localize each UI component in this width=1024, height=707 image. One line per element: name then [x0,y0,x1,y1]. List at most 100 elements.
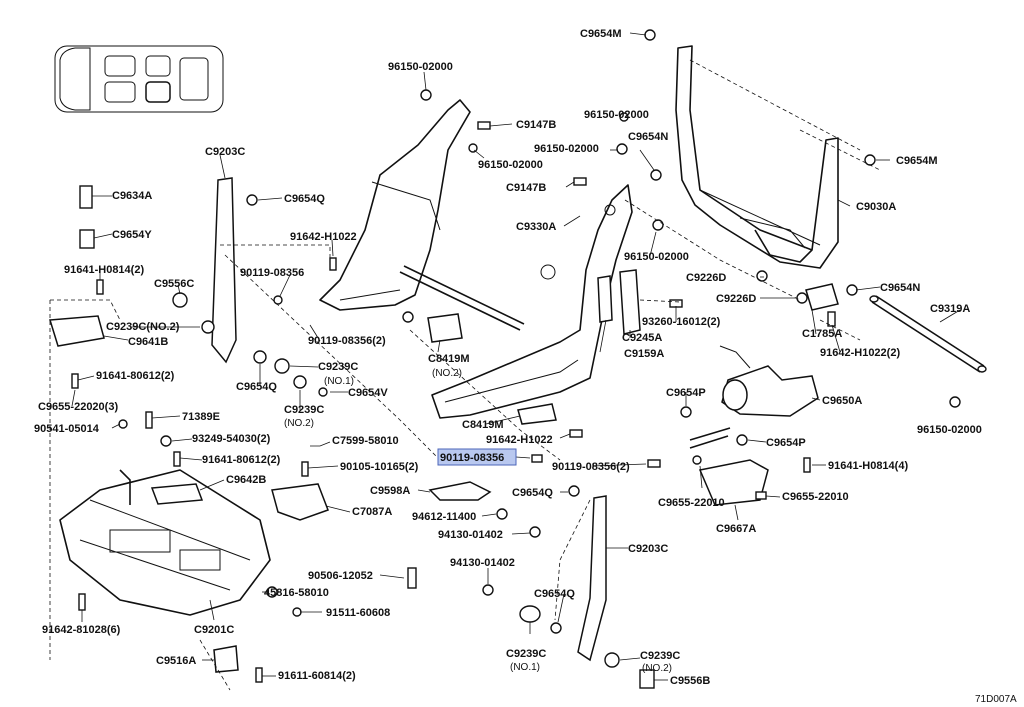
assembly-guides [49,59,881,691]
lever-c9598a [428,481,492,501]
part-label[interactable]: C9239C [506,648,546,660]
part-label[interactable]: 96150-02000 [917,424,982,436]
part-label[interactable]: C9147B [506,182,546,194]
part-label[interactable]: C9245A [622,332,662,344]
bracket-c1785a [805,283,839,311]
part-label[interactable]: 96150-02000 [534,143,599,155]
cross-rod [399,271,521,331]
part-label[interactable]: C9641B [128,336,168,348]
highlight-box [437,448,517,466]
part-label[interactable]: C7087A [352,506,392,518]
part-label[interactable]: 91511-60608 [326,607,390,619]
part-label[interactable]: 96150-02000 [584,109,649,121]
part-label[interactable]: C9516A [156,655,196,667]
highlighted-part-label[interactable]: 90119-08356 [440,452,504,464]
part-label[interactable]: C8419M [462,419,504,431]
part-label[interactable]: 90119-08356(2) [552,461,630,473]
part-label[interactable]: C9655-22010 [658,497,725,509]
part-label[interactable]: C9239C(NO.2) [106,321,180,333]
part-label[interactable]: 71389E [182,411,220,423]
part-label[interactable]: C9654P [666,387,706,399]
part-label[interactable]: C9556C [154,278,194,290]
fasteners [71,29,961,689]
part-label[interactable]: 90119-08356(2) [308,335,386,347]
part-label[interactable]: 94612-11400 [412,511,476,523]
part-label[interactable]: 91642-81028(6) [42,624,121,636]
bracket-c9516a [213,645,239,673]
part-label[interactable]: 96150-02000 [624,251,689,263]
part-label[interactable]: 90119-08356 [240,267,304,279]
part-label[interactable]: C9650A [822,395,862,407]
part-label[interactable]: 91641-80612(2) [202,454,281,466]
part-label[interactable]: 94130-01402 [450,557,515,569]
vehicle-location-icon [54,45,224,113]
part-label[interactable]: 93260-16012(2) [642,316,721,328]
plate-c9159a [597,275,613,323]
part-label[interactable]: C9226D [716,293,756,305]
part-label[interactable]: C9239C [284,404,324,416]
part-label[interactable]: C9159A [624,348,664,360]
part-label[interactable]: C1785A [802,328,842,340]
part-label[interactable]: C9226D [686,272,726,284]
part-label[interactable]: 91641-80612(2) [96,370,175,382]
bracket-c7087a [271,483,329,521]
part-label[interactable]: C9598A [370,485,410,497]
part-label[interactable]: C9654M [580,28,622,40]
part-label[interactable]: C9239C [640,650,680,662]
part-label[interactable]: C9654N [880,282,920,294]
part-label[interactable]: C9203C [628,543,668,555]
bracket-c9667a [698,459,769,506]
part-label[interactable]: 91641-H0814(4) [828,460,908,472]
part-label[interactable]: C9201C [194,624,234,636]
part-label[interactable]: C9634A [112,190,152,202]
part-label[interactable]: C9654M [896,155,938,167]
part-label[interactable]: 96150-02000 [388,61,453,73]
part-label[interactable]: 91642-H1022(2) [820,347,900,359]
part-label[interactable]: C9654P [766,437,806,449]
part-label[interactable]: 93249-54030(2) [192,433,271,445]
part-label[interactable]: C9319A [930,303,970,315]
part-label[interactable]: C9654Q [512,487,553,499]
part-label[interactable]: (NO.1) [510,662,540,673]
part-label[interactable]: 94130-01402 [438,529,503,541]
part-label[interactable]: 45816-58010 [264,587,329,599]
side-bracket-c9330a [431,184,633,419]
part-label[interactable]: C9203C [205,146,245,158]
part-label[interactable]: C9654V [348,387,388,399]
link-c9203c-right [577,495,607,662]
part-label[interactable]: (NO.1) [324,376,354,387]
actuator-c9650a [689,345,819,449]
part-label[interactable]: (NO.2) [642,663,672,674]
bracket-c9642b [150,483,204,505]
part-label[interactable]: C9654Q [534,588,575,600]
part-label[interactable]: 91611-60814(2) [278,670,356,682]
part-label[interactable]: 90506-12052 [308,570,373,582]
part-label[interactable]: C9655-22020(3) [38,401,118,413]
part-label[interactable]: C9030A [856,201,896,213]
part-label[interactable]: 91641-H0814(2) [64,264,144,276]
part-label[interactable]: 90105-10165(2) [340,461,419,473]
part-label[interactable]: C9654Q [284,193,325,205]
seat-back-frame-c9030a [675,45,839,269]
part-label[interactable]: 90541-05014 [34,423,100,435]
leader-lines [71,32,961,681]
part-label[interactable]: (NO.2) [432,368,462,379]
part-label[interactable]: C7599-58010 [332,435,399,447]
part-label[interactable]: 91642-H1022 [290,231,357,243]
part-label[interactable]: C9147B [516,119,556,131]
part-label[interactable]: C9654Y [112,229,152,241]
link-c9203c-left [211,177,237,364]
part-label[interactable]: C9330A [516,221,556,233]
part-label[interactable]: C8419M [428,353,470,365]
part-label[interactable]: C9654N [628,131,668,143]
part-label[interactable]: 91642-H1022 [486,434,553,446]
part-label[interactable]: C9642B [226,474,266,486]
part-label[interactable]: 96150-02000 [478,159,543,171]
part-label[interactable]: C9654Q [236,381,277,393]
part-label[interactable]: (NO.2) [284,418,314,429]
part-label[interactable]: C9556B [670,675,710,687]
part-label[interactable]: C9667A [716,523,756,535]
part-label[interactable]: C9655-22010 [782,491,849,503]
part-label[interactable]: C9239C [318,361,358,373]
